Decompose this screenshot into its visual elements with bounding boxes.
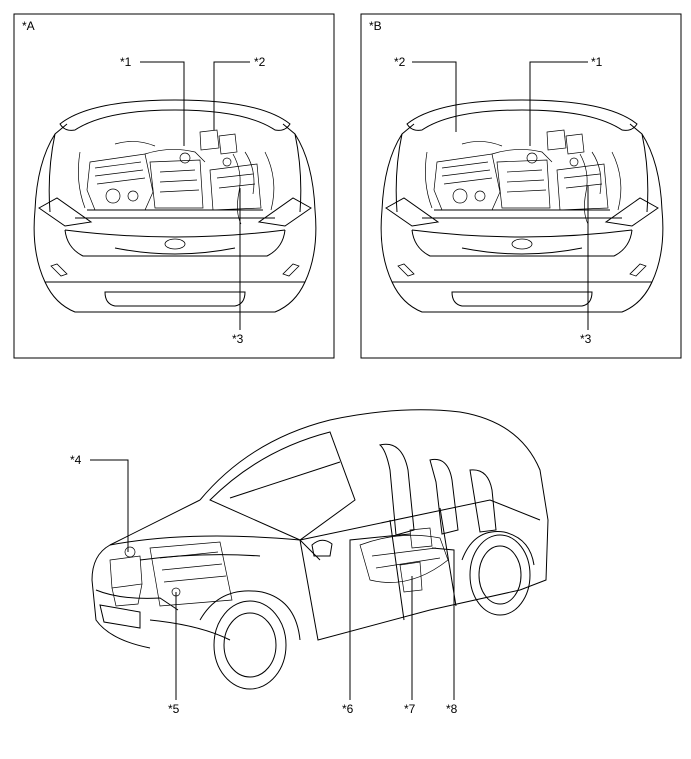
callout-b-2: *2 bbox=[394, 55, 406, 69]
callout-a-1: *1 bbox=[120, 55, 132, 69]
leader-a-1 bbox=[140, 61, 185, 146]
leader-6 bbox=[349, 533, 411, 700]
callout-b-1: *1 bbox=[591, 55, 603, 69]
callout-4: *4 bbox=[70, 453, 82, 467]
callout-6: *6 bbox=[342, 702, 354, 716]
vehicle-overview: *4 *5 *6 *7 *8 bbox=[70, 409, 549, 716]
callout-5: *5 bbox=[168, 702, 180, 716]
leader-b-1 bbox=[529, 61, 588, 146]
panel-a: *A *1 *2 *3 bbox=[13, 13, 335, 359]
callout-7: *7 bbox=[404, 702, 416, 716]
callout-8: *8 bbox=[446, 702, 458, 716]
panel-a-frame bbox=[13, 13, 335, 359]
engine-bay-drawing-b bbox=[380, 99, 664, 313]
panel-b: *B *2 *1 *3 bbox=[360, 13, 682, 359]
callout-a-2: *2 bbox=[254, 55, 266, 69]
callout-a-3: *3 bbox=[232, 332, 244, 346]
panel-b-frame bbox=[360, 13, 682, 359]
leader-4 bbox=[90, 459, 129, 552]
leader-b-2 bbox=[412, 61, 457, 132]
leader-a-2 bbox=[213, 61, 250, 130]
engine-bay-drawing-a bbox=[33, 99, 317, 313]
callout-b-3: *3 bbox=[580, 332, 592, 346]
panel-b-label: *B bbox=[369, 19, 382, 33]
panel-a-label: *A bbox=[22, 19, 35, 33]
leader-8 bbox=[431, 547, 455, 700]
